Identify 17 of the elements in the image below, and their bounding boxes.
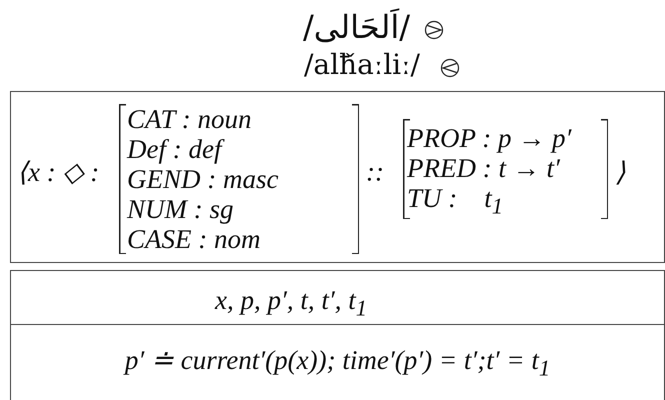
feature-text: Def : def [127,134,341,164]
feature-text: CAT : noun [127,104,253,134]
feature-text: CASE : nom [127,224,262,254]
condition-text: x, p, p′, t, t′, t$_{1}$ [214,284,368,322]
condition-text: p′ ≐ current′(p(x)); time′(p′) = t′;t′ = t$_{1}$ [11,324,664,397]
feature-text: NUM : sg [127,194,234,224]
formula-text: ⟨x : ◇ : [17,156,100,188]
transcription-text: /alħ̌aːliː/ [302,48,420,81]
feature-text: TU : t$_{1}$ [407,183,504,220]
feature-text: PRED : t → t′ [407,153,562,183]
drs-box [10,270,665,400]
formula-text: :: [366,156,384,188]
record-box [10,91,665,263]
transcription-text: /اَلحَالى/ [302,8,410,46]
feature-text: GEND : masc [127,164,280,194]
formula-text: ⟩ [615,156,626,188]
feature-text: PROP : p → p′ [407,123,573,153]
